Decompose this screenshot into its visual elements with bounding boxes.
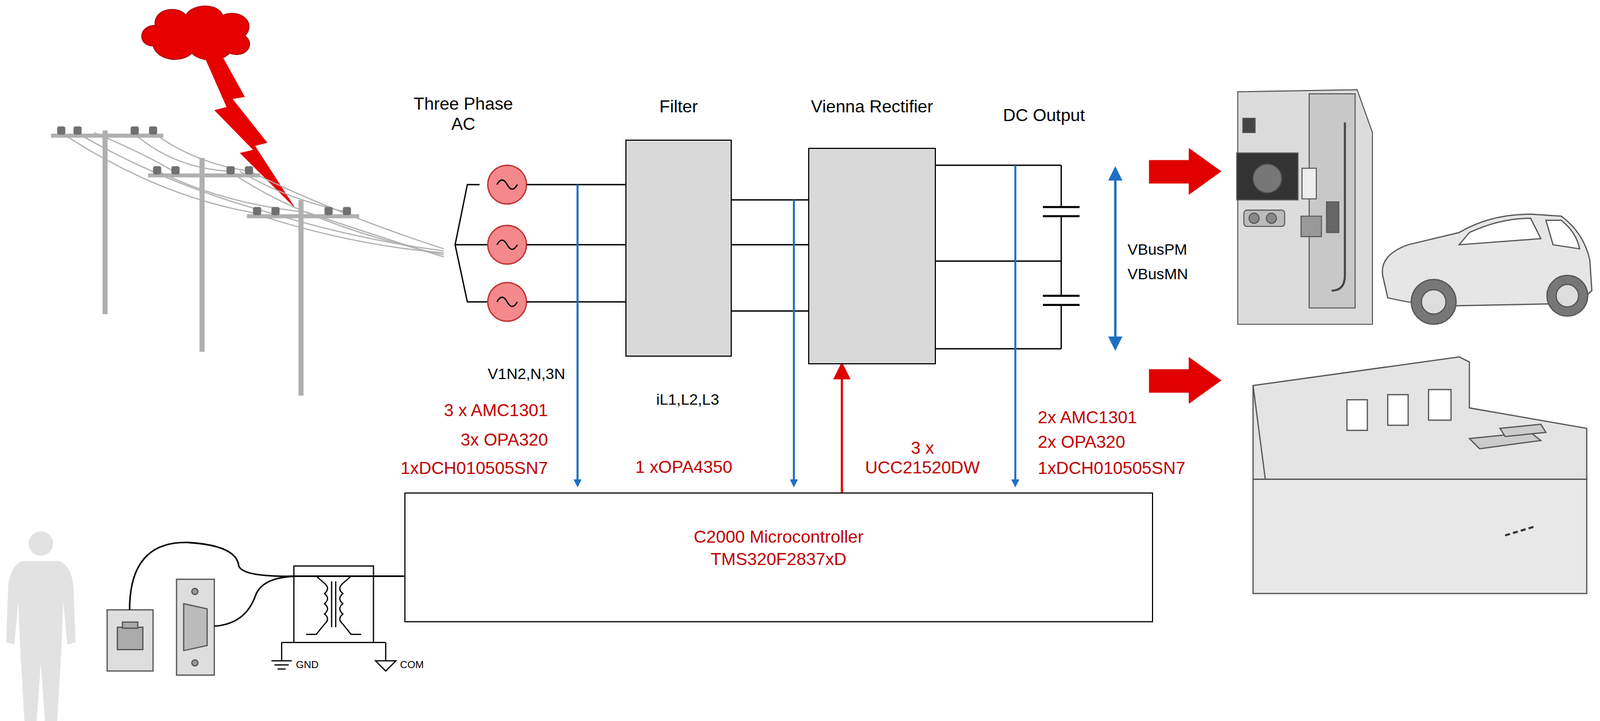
part-number: 2x AMC1301 xyxy=(1037,407,1138,428)
source-label: Three Phase AC xyxy=(402,94,525,135)
ground-label: GND xyxy=(295,659,319,672)
part-number: 2x OPA320 xyxy=(1037,431,1126,452)
box-text: C2000 Microcontroller xyxy=(693,526,864,547)
output-label: DC Output xyxy=(1003,105,1085,126)
comm-ports xyxy=(106,579,214,676)
person-silhouette xyxy=(6,531,76,721)
car xyxy=(1382,214,1592,325)
signal-name: iL1,L2,L3 xyxy=(655,391,719,409)
rectifier-box: Vienna Rectifier xyxy=(808,147,936,364)
storm-cloud xyxy=(141,6,296,210)
isolation-transformer xyxy=(271,566,396,672)
part-number: 3x OPA320 xyxy=(460,430,548,451)
control-console xyxy=(1252,356,1587,594)
part-number: 3 x UCC21520DW xyxy=(861,438,984,479)
mcu-box: C2000 MicrocontrollerTMS320F2837xD xyxy=(404,492,1154,623)
signal-name: VBusPM xyxy=(1127,241,1187,259)
box-heading: Filter xyxy=(659,96,698,117)
part-number: 1xDCH010505SN7 xyxy=(1037,458,1186,479)
signal-name: V1N2,N,3N xyxy=(487,365,566,384)
comm-wires xyxy=(129,542,404,627)
signal-name: VBusMN xyxy=(1127,265,1188,284)
box-heading: Vienna Rectifier xyxy=(810,96,934,117)
ac-sources xyxy=(455,165,1080,350)
control-arrow xyxy=(840,364,844,494)
part-number: 3 x AMC1301 xyxy=(443,400,548,421)
box-text: TMS320F2837xD xyxy=(710,549,847,570)
part-number: 1 xOPA4350 xyxy=(635,457,733,478)
ground-label: COM xyxy=(400,659,425,672)
part-number: 1xDCH010505SN7 xyxy=(400,458,548,479)
power-poles xyxy=(50,126,444,397)
filter-box: Filter xyxy=(625,139,732,357)
fast-charger xyxy=(1236,90,1373,325)
